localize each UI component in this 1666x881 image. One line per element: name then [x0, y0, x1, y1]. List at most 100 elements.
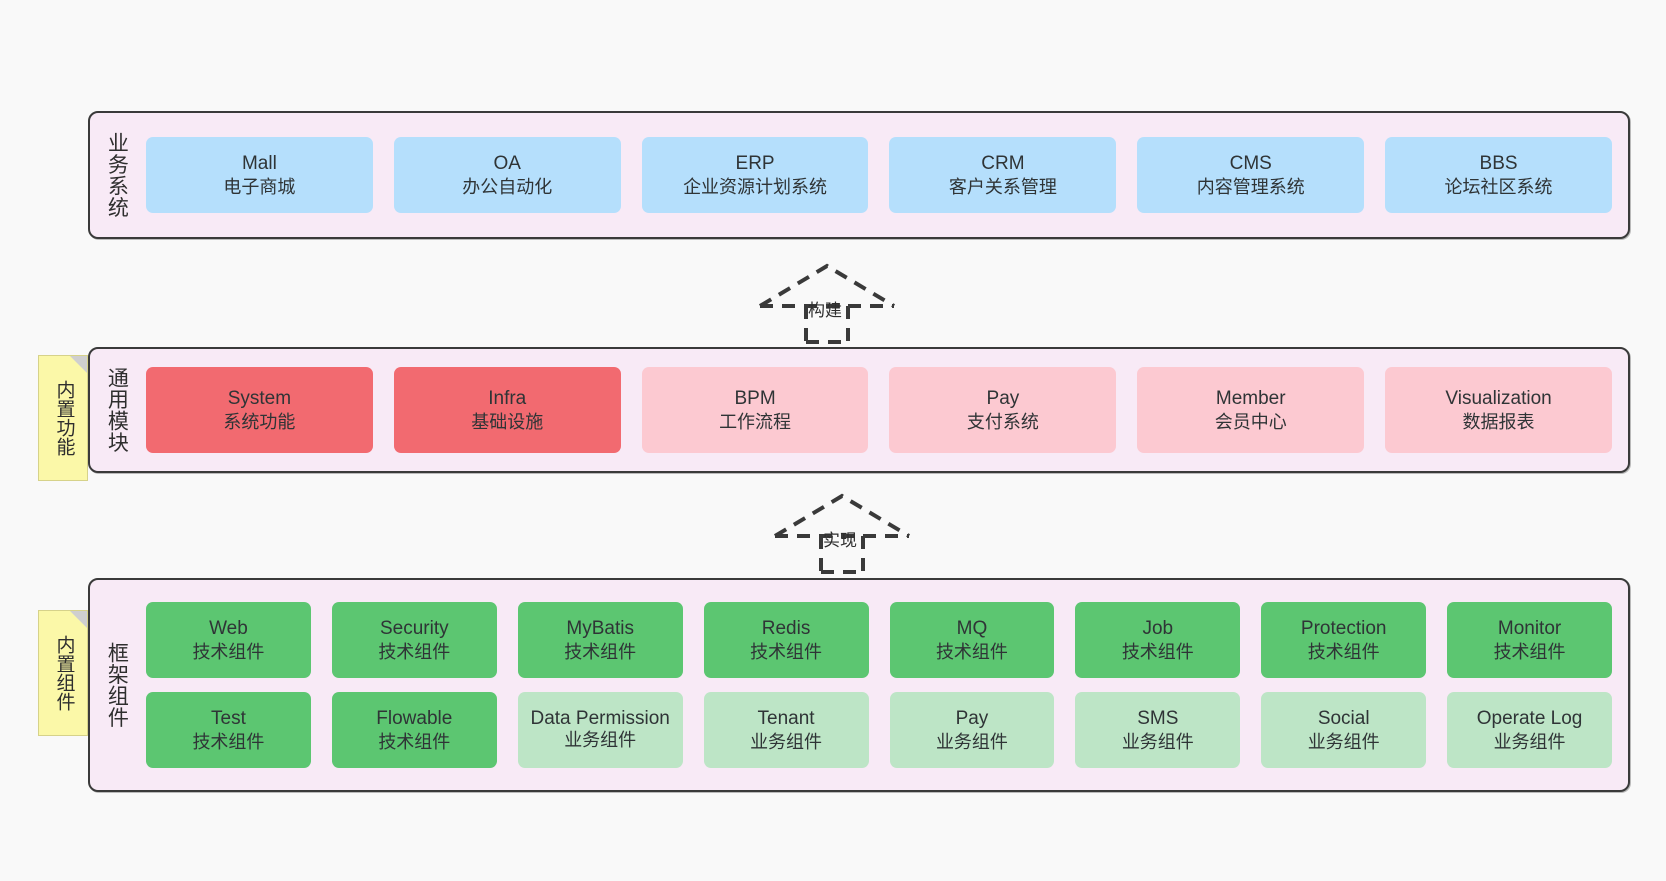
- card-subtitle: 技术组件: [192, 641, 265, 662]
- card-pay[interactable]: Pay 支付系统: [889, 367, 1117, 453]
- card-title: CRM: [981, 152, 1025, 174]
- card-title: Mall: [241, 152, 277, 174]
- card-row: System 系统功能 Infra 基础设施 BPM 工作流程 Pay 支付系统…: [146, 367, 1612, 453]
- card-subtitle: 业务组件: [750, 731, 823, 752]
- card-web[interactable]: Web 技术组件: [146, 602, 311, 678]
- card-title: Job: [1142, 617, 1174, 639]
- card-title: Security: [379, 617, 449, 639]
- card-title: ERP: [735, 152, 775, 174]
- card-title: Redis: [761, 617, 811, 639]
- card-subtitle: 支付系统: [966, 411, 1039, 432]
- card-infra[interactable]: Infra 基础设施: [393, 367, 621, 453]
- card-pay-component[interactable]: Pay 业务组件: [889, 692, 1055, 768]
- layer-body-common-module: System 系统功能 Infra 基础设施 BPM 工作流程 Pay 支付系统…: [136, 349, 1628, 471]
- note-label: 内置组件: [53, 635, 75, 711]
- card-row-business: Test 技术组件 Flowable 技术组件 Data Permission …: [146, 692, 1612, 768]
- card-title: Infra: [488, 387, 527, 409]
- layer-body-business-system: Mall 电子商城 OA 办公自动化 ERP 企业资源计划系统 CRM 客户关系…: [136, 113, 1628, 237]
- card-mybatis[interactable]: MyBatis 技术组件: [517, 602, 683, 678]
- card-title: Pay: [955, 707, 989, 729]
- card-subtitle: 技术组件: [1121, 641, 1194, 662]
- card-title: MyBatis: [566, 617, 634, 639]
- card-bpm[interactable]: BPM 工作流程: [641, 367, 869, 453]
- card-test[interactable]: Test 技术组件: [146, 692, 311, 768]
- card-subtitle: 技术组件: [378, 641, 451, 662]
- card-subtitle: 会员中心: [1214, 411, 1287, 432]
- card-erp[interactable]: ERP 企业资源计划系统: [641, 137, 869, 213]
- card-monitor[interactable]: Monitor 技术组件: [1447, 602, 1612, 678]
- card-subtitle: 业务组件: [935, 731, 1008, 752]
- card-subtitle: 系统功能: [223, 411, 296, 432]
- card-protection[interactable]: Protection 技术组件: [1261, 602, 1427, 678]
- card-subtitle: 业务组件: [1307, 731, 1380, 752]
- card-subtitle: 数据报表: [1462, 411, 1535, 432]
- card-subtitle: 内容管理系统: [1196, 176, 1305, 197]
- card-subtitle: 技术组件: [750, 641, 823, 662]
- card-title: Monitor: [1497, 617, 1562, 639]
- card-row-technical: Web 技术组件 Security 技术组件 MyBatis 技术组件 Redi…: [146, 602, 1612, 678]
- card-subtitle: 技术组件: [378, 731, 451, 752]
- layer-title-business-system: 业务系统: [105, 132, 129, 218]
- connector-implement-label: 实现: [823, 531, 857, 550]
- layer-framework-component: 框架组件 Web 技术组件 Security 技术组件 MyBatis 技术组件…: [88, 578, 1630, 792]
- layer-title-framework-component: 框架组件: [105, 642, 129, 728]
- card-sms[interactable]: SMS 业务组件: [1075, 692, 1241, 768]
- card-data-permission[interactable]: Data Permission 业务组件: [517, 692, 683, 768]
- card-title: Data Permission: [530, 708, 670, 730]
- card-title: Pay: [986, 387, 1020, 409]
- card-title: Web: [209, 617, 248, 639]
- layer-body-framework-component: Web 技术组件 Security 技术组件 MyBatis 技术组件 Redi…: [136, 580, 1628, 790]
- card-member[interactable]: Member 会员中心: [1137, 367, 1365, 453]
- note-builtin-features: 内置功能: [38, 355, 88, 481]
- card-cms[interactable]: CMS 内容管理系统: [1137, 137, 1365, 213]
- connector-implement: 实现: [771, 492, 913, 574]
- card-subtitle: 办公自动化: [462, 176, 553, 197]
- card-system[interactable]: System 系统功能: [146, 367, 373, 453]
- card-subtitle: 工作流程: [719, 411, 792, 432]
- card-subtitle: 企业资源计划系统: [683, 176, 828, 197]
- card-tenant[interactable]: Tenant 业务组件: [703, 692, 869, 768]
- card-subtitle: 论坛社区系统: [1444, 176, 1553, 197]
- card-title: System: [227, 387, 292, 409]
- note-builtin-components: 内置组件: [38, 610, 88, 736]
- card-subtitle: 技术组件: [935, 641, 1008, 662]
- card-title: CMS: [1229, 152, 1272, 174]
- card-social[interactable]: Social 业务组件: [1261, 692, 1427, 768]
- card-subtitle: 业务组件: [564, 730, 637, 751]
- card-title: Visualization: [1445, 387, 1552, 409]
- card-mall[interactable]: Mall 电子商城: [146, 137, 373, 213]
- card-mq[interactable]: MQ 技术组件: [889, 602, 1055, 678]
- card-job[interactable]: Job 技术组件: [1075, 602, 1241, 678]
- card-subtitle: 技术组件: [564, 641, 637, 662]
- card-subtitle: 技术组件: [192, 731, 265, 752]
- card-visualization[interactable]: Visualization 数据报表: [1385, 367, 1612, 453]
- card-subtitle: 基础设施: [471, 411, 544, 432]
- connector-build: 构建: [756, 262, 898, 344]
- card-flowable[interactable]: Flowable 技术组件: [331, 692, 497, 768]
- card-title: Flowable: [376, 707, 453, 729]
- card-redis[interactable]: Redis 技术组件: [703, 602, 869, 678]
- card-oa[interactable]: OA 办公自动化: [393, 137, 621, 213]
- layer-title-common-module: 通用模块: [105, 367, 129, 453]
- card-title: Tenant: [757, 707, 815, 729]
- card-title: BPM: [734, 387, 776, 409]
- card-subtitle: 业务组件: [1493, 731, 1566, 752]
- card-subtitle: 业务组件: [1121, 731, 1194, 752]
- card-subtitle: 客户关系管理: [948, 176, 1057, 197]
- note-label: 内置功能: [53, 380, 75, 456]
- card-title: BBS: [1479, 152, 1518, 174]
- card-title: Protection: [1300, 617, 1387, 639]
- card-security[interactable]: Security 技术组件: [331, 602, 497, 678]
- card-bbs[interactable]: BBS 论坛社区系统: [1385, 137, 1612, 213]
- card-title: MQ: [956, 617, 988, 639]
- card-title: Member: [1215, 387, 1286, 409]
- card-title: Social: [1317, 707, 1370, 729]
- card-title: SMS: [1137, 707, 1179, 729]
- card-crm[interactable]: CRM 客户关系管理: [889, 137, 1117, 213]
- card-operate-log[interactable]: Operate Log 业务组件: [1447, 692, 1612, 768]
- card-subtitle: 技术组件: [1307, 641, 1380, 662]
- connector-build-label: 构建: [808, 301, 842, 320]
- card-title: OA: [493, 152, 521, 174]
- layer-common-module: 通用模块 System 系统功能 Infra 基础设施 BPM 工作流程 Pay…: [88, 347, 1630, 473]
